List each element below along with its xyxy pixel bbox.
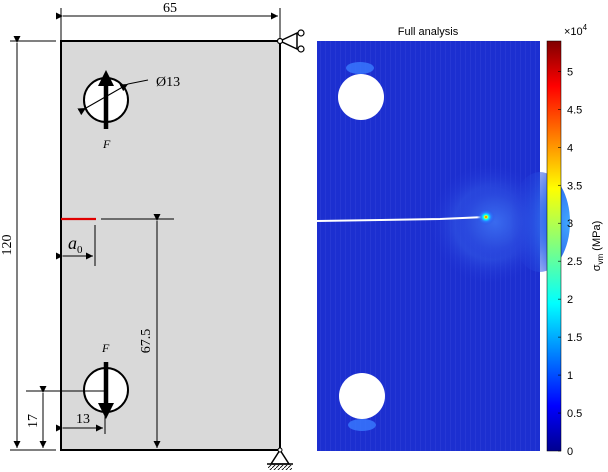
crack-length-label: a0 <box>68 233 83 256</box>
colorbar-tick-label: 5 <box>567 66 573 78</box>
roller-support-bottom <box>267 447 293 470</box>
width-label: 65 <box>163 1 177 16</box>
crack-tip-hotspot <box>477 209 495 225</box>
hole-diameter-line <box>77 83 129 116</box>
colorbar-axis-label: σvm (MPa) <box>591 221 605 271</box>
contour-top-hole <box>338 74 384 120</box>
height-label: 120 <box>0 235 15 256</box>
contour-title: Full analysis <box>398 26 459 38</box>
colorbar-tick-label: 0 <box>567 446 573 458</box>
crack-path <box>316 216 486 222</box>
bottom-force-label: F <box>101 341 110 355</box>
hole-y-label: 17 <box>26 414 41 428</box>
colorbar-ticks: 5 4.5 4 3.5 3 2.5 2 1.5 1 0.5 0 <box>558 66 582 458</box>
crack-height-label: 67.5 <box>139 329 154 354</box>
hole-bottom-stress <box>348 419 376 431</box>
colorbar-tick-label: 3 <box>567 218 573 230</box>
colorbar <box>546 40 562 452</box>
colorbar-tick-label: 1.5 <box>567 332 582 344</box>
colorbar-tick-label: 0.5 <box>567 408 582 420</box>
contour-bottom-hole <box>339 373 385 419</box>
hole-diameter-leader <box>127 79 149 85</box>
colorbar-tick-label: 4.5 <box>567 104 582 116</box>
top-force-label: F <box>102 137 111 151</box>
hole-diameter-label: Ø13 <box>156 75 180 90</box>
colorbar-tick-label: 2.5 <box>567 256 582 268</box>
bottom-force-arrowhead <box>98 403 114 419</box>
hole-x-label: 13 <box>76 412 90 427</box>
pin-support-top <box>276 29 305 53</box>
colorbar-tick-label: 4 <box>567 142 573 154</box>
contour-plot: Full analysis 5 4.5 4 3.5 3 2.5 2 1.5 1 0.5 0 ×104… <box>316 23 605 458</box>
colorbar-tick-label: 2 <box>567 294 573 306</box>
colorbar-tick-label: 1 <box>567 370 573 382</box>
top-force-arrowhead <box>98 70 114 86</box>
specimen-schematic: 65 120 Ø13 F a0 67.5 F 17 <box>0 1 305 470</box>
hole-top-stress <box>346 62 374 74</box>
colorbar-tick-label: 3.5 <box>567 180 582 192</box>
colorbar-multiplier: ×104 <box>564 23 588 38</box>
